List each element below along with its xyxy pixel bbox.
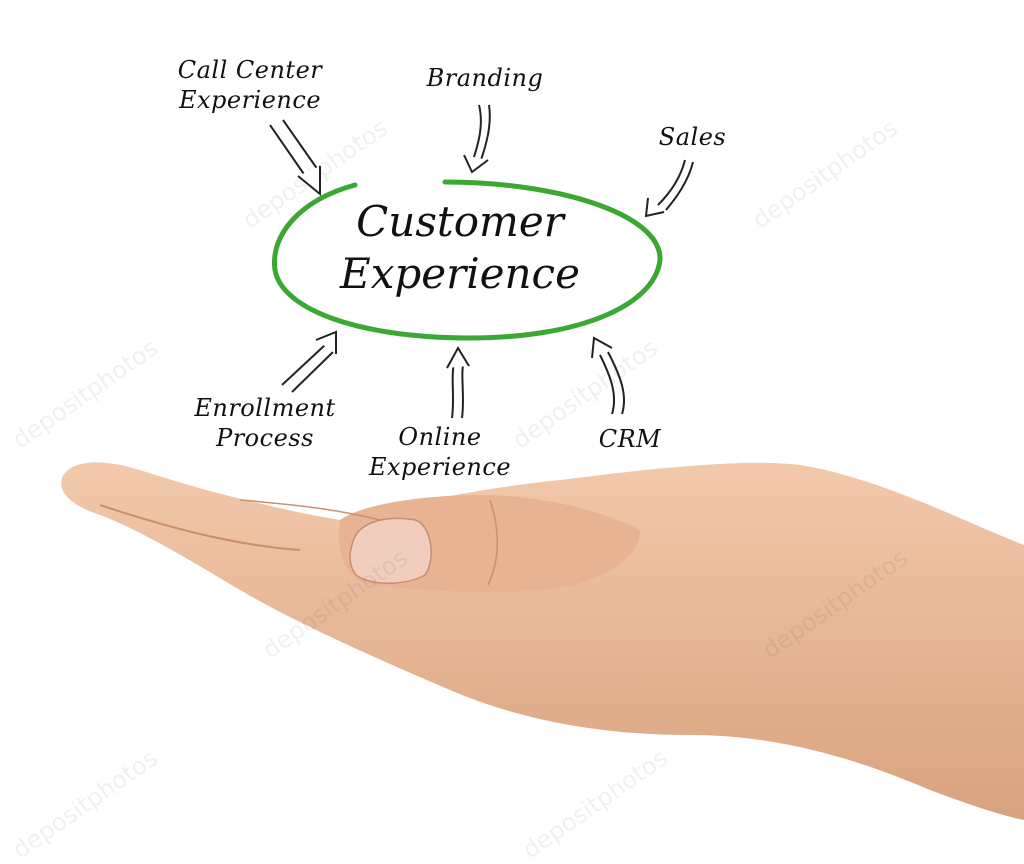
node-sales-line1: Sales <box>658 123 727 151</box>
node-online: Online Experience <box>350 422 530 482</box>
center-ellipse <box>271 179 663 341</box>
node-online-line2: Experience <box>368 453 512 481</box>
diagram-canvas: depositphotos depositphotos depositphoto… <box>7 55 1024 864</box>
node-enrollment-line1: Enrollment <box>194 394 336 422</box>
node-branding: Branding <box>405 63 565 93</box>
center-label-line1: Customer <box>356 197 564 246</box>
arrow-branding <box>463 104 491 174</box>
arrow-call-center <box>269 119 321 197</box>
node-enrollment-line2: Process <box>216 424 314 452</box>
node-online-line1: Online <box>398 423 482 451</box>
node-call-center: Call Center Experience <box>160 55 340 115</box>
arrow-crm <box>591 336 626 415</box>
diagram-graphics <box>269 104 694 419</box>
node-crm: CRM <box>585 424 675 454</box>
thumbnail-shape <box>349 517 432 584</box>
node-crm-line1: CRM <box>598 425 662 453</box>
center-label-line2: Experience <box>340 249 580 298</box>
arrow-enrollment <box>281 330 337 393</box>
hand-illustration <box>61 462 1024 820</box>
node-enrollment: Enrollment Process <box>170 393 360 453</box>
node-call-center-line2: Experience <box>178 86 322 114</box>
palm-shape <box>61 462 1024 820</box>
node-sales: Sales <box>645 122 740 152</box>
node-branding-line1: Branding <box>426 64 544 92</box>
arrow-online <box>446 346 470 419</box>
center-label: Customer Experience <box>300 196 620 300</box>
arrow-sales <box>644 159 694 218</box>
node-call-center-line1: Call Center <box>177 56 323 84</box>
